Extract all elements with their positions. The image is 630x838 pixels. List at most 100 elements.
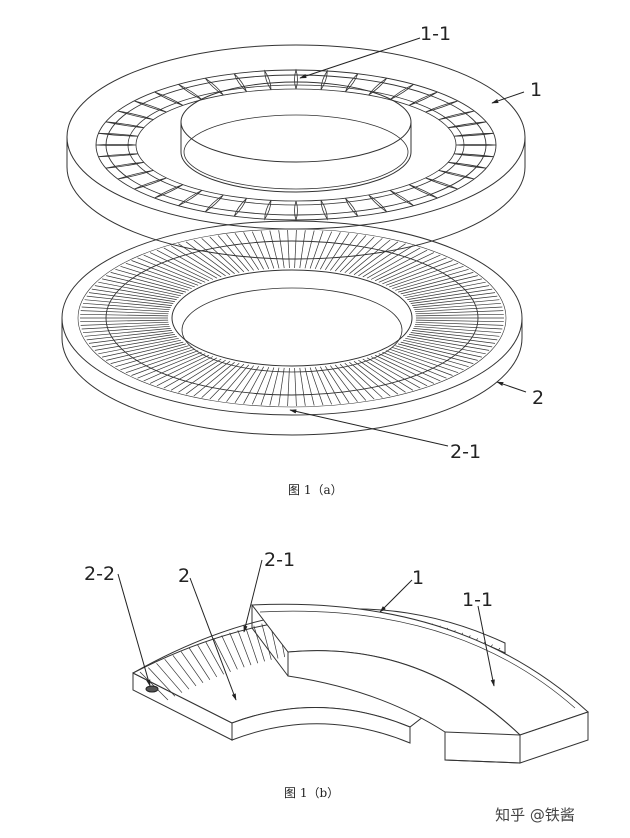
disc-slot — [407, 285, 490, 300]
disc-slot — [409, 288, 493, 302]
disc-tooth — [455, 144, 497, 146]
segment-slot — [205, 641, 225, 675]
disc-tooth — [389, 83, 414, 101]
disc-slot — [106, 341, 184, 361]
disc-tooth — [105, 121, 144, 129]
leader-lines-a — [289, 37, 527, 447]
disc-slot — [137, 257, 202, 285]
disc-slot — [115, 345, 189, 368]
disc-slot — [170, 358, 222, 391]
disc-slot — [409, 334, 493, 348]
disc-slot — [156, 356, 214, 387]
segment-slot — [164, 658, 190, 690]
disc-slot — [149, 252, 210, 282]
disc-slot — [80, 319, 169, 323]
disc-tooth — [294, 200, 298, 222]
disc-slot — [125, 262, 195, 288]
disc-slot — [82, 302, 170, 311]
label-2-b: 2 — [178, 565, 190, 587]
disc-slot — [106, 275, 184, 295]
disc-slot — [319, 232, 341, 270]
disc-slot — [86, 330, 172, 341]
disc-slot — [81, 306, 170, 313]
disc-slot — [217, 364, 250, 401]
disc-slot — [395, 268, 469, 291]
disc-slot — [86, 295, 172, 306]
lower-disc-slots — [80, 229, 504, 407]
disc-slot — [403, 339, 482, 358]
disc-slot — [378, 353, 441, 382]
upper-segment — [251, 603, 589, 764]
segment-slot — [221, 635, 238, 670]
disc-slot — [201, 362, 240, 398]
disc-slot — [413, 299, 500, 308]
disc-tooth — [105, 161, 144, 169]
disc-tooth — [425, 177, 458, 190]
disc-slot — [414, 302, 502, 311]
disc-slot — [405, 337, 486, 355]
disc-slot — [415, 319, 504, 323]
segment-slot — [156, 663, 183, 693]
disc-slot — [353, 241, 399, 275]
disc-tooth — [368, 77, 388, 96]
disc-slot — [412, 295, 498, 306]
disc-slot — [125, 348, 195, 374]
disc-tooth — [154, 91, 184, 106]
upper-disc-teeth — [95, 68, 497, 222]
disc-tooth — [320, 69, 328, 90]
disc-slot — [334, 364, 367, 401]
disc-slot — [185, 361, 231, 395]
disc-slot — [299, 367, 306, 406]
figure-b-drawing — [117, 559, 589, 764]
disc-tooth — [438, 170, 475, 180]
disc-tooth — [448, 121, 487, 129]
figure-a-drawing — [61, 37, 527, 447]
disc-slot — [349, 239, 391, 274]
disc-slot — [339, 236, 375, 273]
disc-slot — [358, 359, 406, 393]
disc-slot — [358, 243, 406, 277]
disc-tooth — [134, 100, 167, 113]
disc-slot — [370, 249, 428, 280]
disc-slot — [91, 288, 175, 302]
disc-slot — [392, 265, 464, 289]
disc-slot — [143, 353, 206, 382]
disc-slot — [403, 278, 482, 297]
disc-slot — [260, 367, 275, 406]
disc-slot — [209, 363, 245, 400]
disc-slot — [80, 321, 169, 326]
disc-tooth — [98, 132, 139, 137]
disc-slot — [163, 247, 218, 279]
disc-slot — [84, 328, 171, 337]
disc-tooth — [448, 161, 487, 169]
disc-tooth — [389, 189, 414, 207]
leader-lines-b — [117, 559, 495, 701]
disc-slot — [410, 332, 496, 344]
disc-slot — [243, 366, 265, 404]
disc-slot — [185, 241, 231, 275]
disc-slot — [88, 332, 174, 344]
disc-slot — [362, 358, 414, 391]
disc-slot — [410, 292, 496, 304]
disc-slot — [330, 365, 358, 402]
disc-slot — [389, 262, 459, 288]
disc-tooth — [264, 200, 272, 221]
disc-slot — [91, 334, 175, 348]
disc-slot — [294, 367, 297, 407]
disc-tooth — [134, 177, 167, 190]
disc-slot — [378, 254, 441, 283]
disc-slot — [193, 239, 235, 274]
disc-slot — [400, 341, 478, 361]
disc-slot — [309, 230, 324, 269]
disc-slot — [414, 306, 503, 313]
upper-disc — [66, 44, 526, 260]
disc-slot — [314, 366, 333, 405]
disc-slot — [398, 272, 474, 293]
disc-tooth — [178, 189, 203, 207]
disc-tooth — [453, 132, 494, 137]
disc-slot — [415, 321, 504, 326]
disc-tooth — [233, 198, 247, 217]
disc-slot — [81, 323, 170, 330]
disc-slot — [120, 265, 192, 289]
label-1-b: 1 — [412, 567, 424, 589]
